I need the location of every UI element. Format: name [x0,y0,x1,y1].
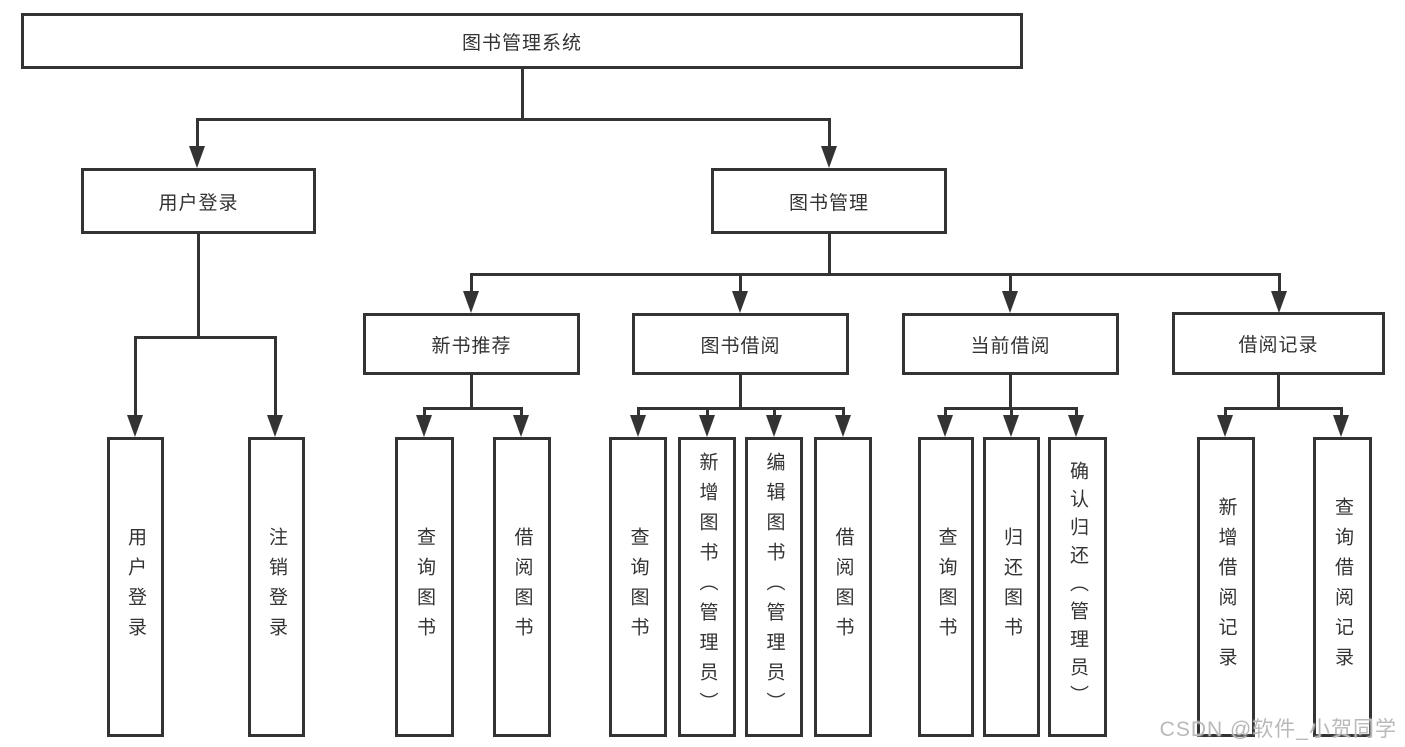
node-book-management: 图书管理 [711,168,947,234]
connector-current-borrow-stem [1009,375,1012,407]
leaf-label: 借阅图书 [832,527,854,647]
leaf-label: 编辑图书（管理员） [763,452,785,722]
connector-drop-borrow-records [1278,273,1281,291]
arrowhead-current-borrow [1002,291,1018,313]
connector-book-management-stem [828,234,831,273]
connector-user-login-stem [197,234,200,336]
connector-root-rail [197,118,831,121]
leaf-newbooks-query-books: 查询图书 [395,437,454,737]
leaf-logout: 注销登录 [248,437,305,737]
connector-new-books-rail [423,407,523,410]
connector-drop-cb-query [944,407,947,415]
arrowhead-cb-query [937,415,953,437]
node-label: 新书推荐 [431,335,512,357]
node-label: 用户登录 [158,192,239,214]
connector-root-stem [521,69,524,118]
node-library-management-system: 图书管理系统 [21,13,1023,69]
leaf-borrow-borrow-books: 借阅图书 [814,437,872,737]
arrowhead-nb-query [416,415,432,437]
leaf-label: 查询图书 [935,527,957,647]
connector-new-books-stem [470,375,473,407]
leaf-records-query-record: 查询借阅记录 [1313,437,1372,737]
arrowhead-br-add [1217,415,1233,437]
connector-drop-cb-confirm [1075,407,1078,415]
connector-drop-cb-return [1010,407,1013,415]
connector-drop-br-query [1340,407,1343,415]
arrowhead-bb-query [630,415,646,437]
arrowhead-book-borrow [732,291,748,313]
node-label: 图书借阅 [700,335,781,357]
arrowhead-cb-return [1003,415,1019,437]
leaf-label: 归还图书 [1001,527,1022,647]
connector-drop-leaf-login [134,336,137,415]
connector-drop-nb-query [423,407,426,415]
connector-borrow-records-rail [1224,407,1343,410]
connector-drop-book-management [828,118,831,146]
arrowhead-user-login [189,146,205,168]
connector-book-management-rail [470,273,1281,276]
leaf-label: 查询图书 [414,527,435,647]
leaf-label: 注销登录 [266,527,287,647]
arrowhead-leaf-login [127,415,143,437]
leaf-label: 新增图书（管理员） [696,452,718,722]
leaf-records-add-record: 新增借阅记录 [1197,437,1255,737]
arrowhead-new-books [463,291,479,313]
connector-drop-bb-edit [773,407,776,415]
connector-drop-bb-borrow [842,407,845,415]
leaf-borrow-edit-books-admin: 编辑图书（管理员） [745,437,803,737]
leaf-newbooks-borrow-books: 借阅图书 [493,437,551,737]
connector-drop-br-add [1224,407,1227,415]
arrowhead-nb-borrow [513,415,529,437]
connector-user-login-rail [134,336,277,339]
leaf-label: 借阅图书 [511,527,533,647]
leaf-label: 确认归还（管理员） [1067,461,1088,713]
leaf-current-query-books: 查询图书 [918,437,974,737]
connector-drop-nb-borrow [520,407,523,415]
leaf-label: 查询图书 [627,527,649,647]
node-user-login: 用户登录 [81,168,316,234]
node-label: 图书管理 [788,192,869,214]
connector-drop-new-books [470,273,473,291]
arrowhead-book-management [821,146,837,168]
arrowhead-bb-edit [766,415,782,437]
arrowhead-borrow-records [1271,291,1287,313]
connector-drop-current-borrow [1009,273,1012,291]
csdn-watermark: CSDN @软件_小贺同学 [1159,718,1397,741]
node-new-books: 新书推荐 [363,313,580,375]
node-label: 当前借阅 [970,335,1051,357]
node-label: 借阅记录 [1238,335,1319,356]
connector-drop-leaf-logout [274,336,277,415]
connector-book-borrow-rail [637,407,844,410]
leaf-label: 查询借阅记录 [1332,497,1353,677]
arrowhead-bb-borrow [835,415,851,437]
arrowhead-br-query [1333,415,1349,437]
connector-drop-bb-add [706,407,709,415]
leaf-borrow-query-books: 查询图书 [609,437,667,737]
arrowhead-leaf-logout [267,415,283,437]
leaf-user-login: 用户登录 [107,437,164,737]
connector-drop-bb-query [637,407,640,415]
leaf-borrow-add-books-admin: 新增图书（管理员） [678,437,736,737]
arrowhead-bb-add [699,415,715,437]
node-book-borrow: 图书借阅 [632,313,849,375]
connector-book-borrow-stem [739,375,742,407]
node-current-borrow: 当前借阅 [902,313,1119,375]
connector-drop-user-login [196,118,199,146]
connector-drop-book-borrow [739,273,742,291]
leaf-label: 用户登录 [125,527,146,647]
leaf-current-confirm-return-admin: 确认归还（管理员） [1048,437,1107,737]
connector-borrow-records-stem [1277,375,1280,407]
leaf-current-return-books: 归还图书 [983,437,1040,737]
leaf-label: 新增借阅记录 [1215,497,1237,677]
node-borrow-records: 借阅记录 [1172,312,1385,375]
arrowhead-cb-confirm [1068,415,1084,437]
node-label: 图书管理系统 [461,32,582,54]
